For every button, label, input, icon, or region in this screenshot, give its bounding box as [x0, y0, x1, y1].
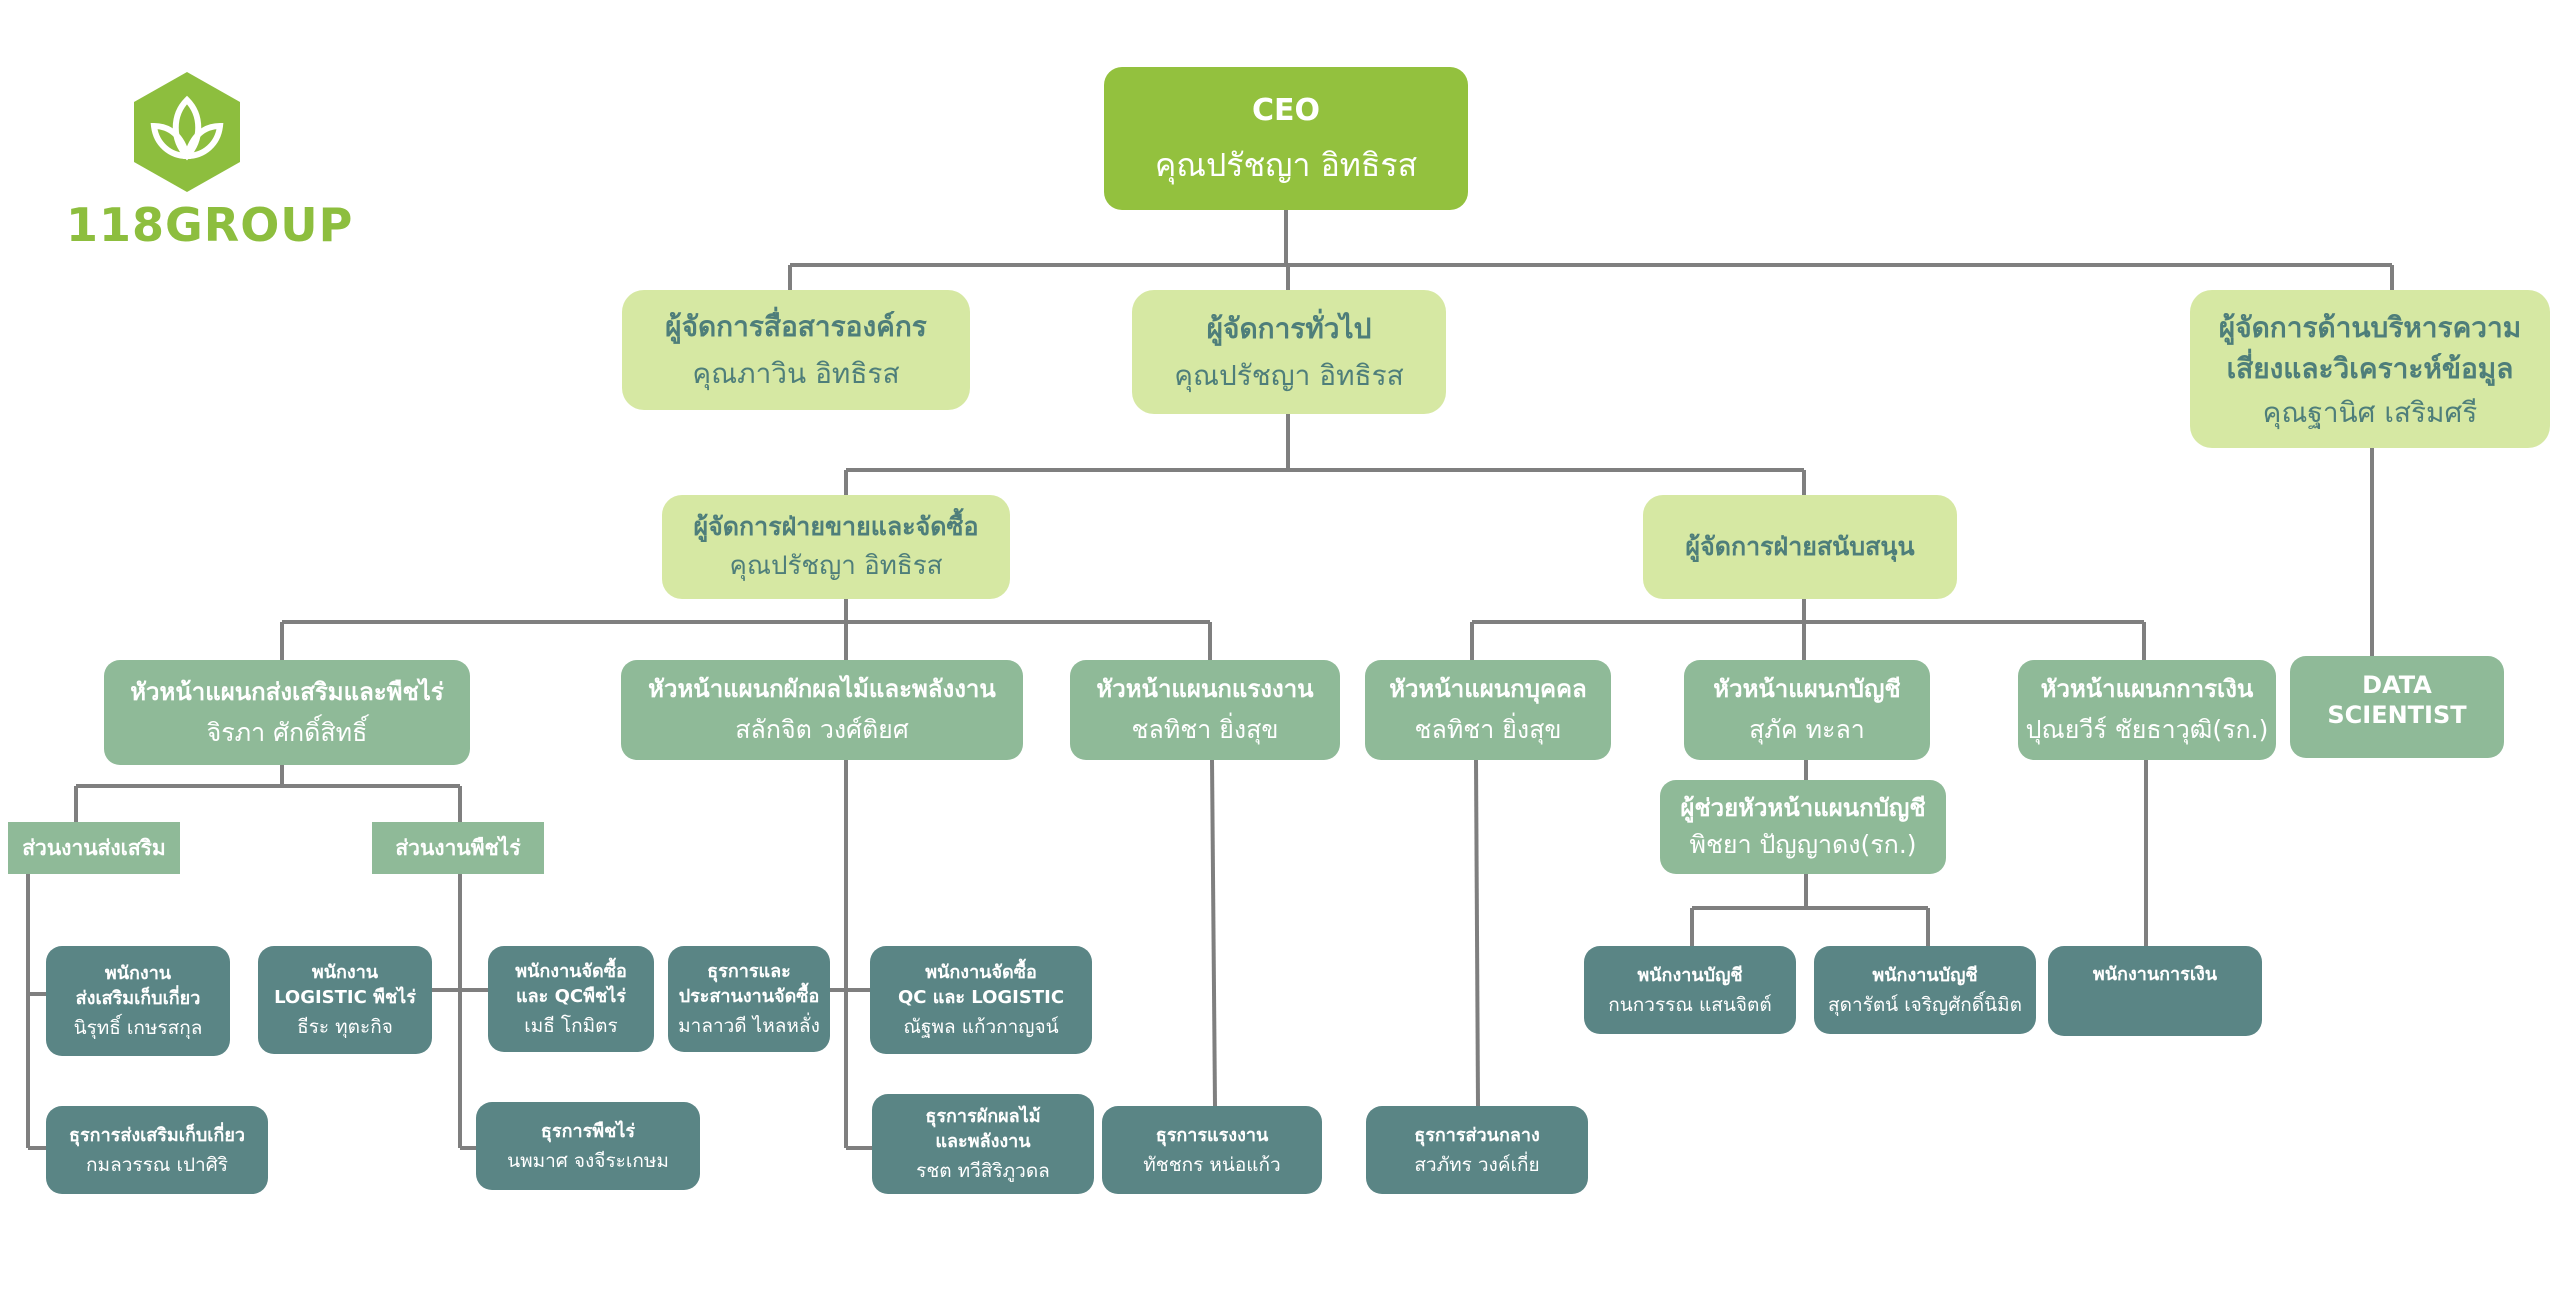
ceo-box: CEO คุณปรัชญา อิทธิรส	[1104, 67, 1468, 210]
node-person: คุณปรัชญา อิทธิรส	[1174, 359, 1404, 392]
node-title: พนักงานจัดซื้อ และ QCพืชไร่	[515, 960, 627, 1008]
node-title: ธุรการแรงงาน	[1155, 1124, 1269, 1146]
node-person: พิชยา ปัญญาดง(รก.)	[1689, 830, 1917, 860]
connector-line	[1474, 759, 1480, 1107]
staff-purchase-coordination-box: ธุรการและ ประสานงานจัดซื้อ มาลาวดี ไหลหล…	[668, 946, 830, 1052]
admin-central-box: ธุรการส่วนกลาง สวภัทร วงค์เกี่ย	[1366, 1106, 1588, 1194]
connector-line	[1210, 759, 1217, 1107]
node-person: สลักจิต วงศ์ติยศ	[735, 715, 909, 745]
node-title: หัวหน้าแผนกบุคคล	[1389, 675, 1587, 704]
node-person: คุณปรัชญา อิทธิรส	[729, 551, 943, 582]
staff-accountant-2-box: พนักงานบัญชี สุดารัตน์ เจริญศักดิ์นิมิต	[1814, 946, 2036, 1034]
node-title: ส่วนงานพืชไร่	[395, 835, 521, 860]
node-person: จิรภา ศักดิ์สิทธิ์	[206, 717, 368, 747]
node-person: เมธี โกมิตร	[524, 1015, 618, 1038]
node-person: ธีระ ทุตะกิจ	[297, 1016, 393, 1039]
node-title: ธุรการและ ประสานงานจัดซื้อ	[678, 960, 820, 1008]
node-title: หัวหน้าแผนกส่งเสริมและพืชไร่	[130, 677, 444, 706]
node-person: นิรุทธิ์ เกษรสกุล	[73, 1017, 203, 1040]
node-person: กมลวรรณ เปาศิริ	[86, 1153, 228, 1176]
accounting-assistant-box: ผู้ช่วยหัวหน้าแผนกบัญชี พิชยา ปัญญาดง(รก…	[1660, 780, 1946, 874]
admin-field-crop-box: ธุรการพืชไร่ นพมาศ จงจีระเกษม	[476, 1102, 700, 1190]
node-person: มาลาวดี ไหลหลั่ง	[678, 1015, 820, 1038]
node-person: คุณภาวิน อิทธิรส	[692, 357, 900, 390]
node-title: ผู้จัดการฝ่ายขายและจัดซื้อ	[693, 512, 979, 542]
admin-labor-box: ธุรการแรงงาน ทัชชกร หน่อแก้ว	[1102, 1106, 1322, 1194]
node-title: พนักงานจัดซื้อ QC และ LOGISTIC	[897, 961, 1065, 1009]
leaf-hexagon-icon	[134, 72, 240, 192]
support-manager-box: ผู้จัดการฝ่ายสนับสนุน	[1643, 495, 1957, 599]
company-name: 118GROUP	[66, 198, 354, 252]
node-title: หัวหน้าแผนกบัญชี	[1713, 675, 1901, 704]
node-title: หัวหน้าแผนกแรงงาน	[1096, 675, 1314, 704]
node-person: คุณปรัชญา อิทธิรส	[1154, 146, 1418, 185]
company-logo: 118GROUP	[62, 70, 352, 260]
node-person: คุณฐานิศ เสริมศรี	[2262, 396, 2478, 430]
staff-promo-harvest-box: พนักงาน ส่งเสริมเก็บเกี่ยว นิรุทธิ์ เกษร…	[46, 946, 230, 1056]
node-person: สวภัทร วงค์เกี่ย	[1414, 1153, 1540, 1176]
staff-logistic-box: พนักงาน LOGISTIC พืชไร่ ธีระ ทุตะกิจ	[258, 946, 432, 1054]
accounting-head-box: หัวหน้าแผนกบัญชี สุภัค ทะลา	[1684, 660, 1930, 760]
finance-head-box: หัวหน้าแผนกการเงิน ปุณยวีร์ ชัยธาวุฒิ(รก…	[2018, 660, 2276, 760]
veg-head-box: หัวหน้าแผนกผักผลไม้และพลังงาน สลักจิต วง…	[621, 660, 1023, 760]
node-person: นพมาศ จงจีระเกษม	[507, 1149, 669, 1172]
staff-buy-qc-field-box: พนักงานจัดซื้อ และ QCพืชไร่ เมธี โกมิตร	[488, 946, 654, 1052]
node-title: DATA SCIENTIST	[2327, 671, 2467, 729]
field-crop-section-box: ส่วนงานพืชไร่	[372, 822, 544, 874]
admin-veg-energy-box: ธุรการผักผลไม้ และพลังงาน รชต ทวีสิริภูว…	[872, 1094, 1094, 1194]
node-person: สุดารัตน์ เจริญศักดิ์นิมิต	[1828, 993, 2022, 1016]
node-title: พนักงานการเงิน	[2092, 964, 2218, 985]
staff-buy-qc-logistic-box: พนักงานจัดซื้อ QC และ LOGISTIC ณัฐพล แก้…	[870, 946, 1092, 1054]
node-person: กนกวรรณ แสนจิตต์	[1608, 993, 1772, 1016]
node-person: ปุณยวีร์ ชัยธาวุฒิ(รก.)	[2025, 715, 2269, 745]
node-title: ส่วนงานส่งเสริม	[22, 835, 166, 860]
hr-head-box: หัวหน้าแผนกบุคคล ชลทิชา ยิ่งสุข	[1365, 660, 1611, 760]
node-person: รชต ทวีสิริภูวดล	[916, 1160, 1050, 1183]
node-title: ธุรการส่วนกลาง	[1414, 1124, 1540, 1146]
node-title: ธุรการส่งเสริมเก็บเกี่ยว	[69, 1124, 245, 1146]
node-title: ผู้ช่วยหัวหน้าแผนกบัญชี	[1680, 794, 1926, 823]
comm-manager-box: ผู้จัดการสื่อสารองค์กร คุณภาวิน อิทธิรส	[622, 290, 970, 410]
node-title: พนักงานบัญชี	[1872, 964, 1978, 986]
node-title: หัวหน้าแผนกการเงิน	[2040, 675, 2254, 704]
node-title: ผู้จัดการด้านบริหารความ เสี่ยงและวิเคราะ…	[2218, 310, 2522, 385]
data-scientist-box: DATA SCIENTIST	[2290, 656, 2504, 758]
sales-manager-box: ผู้จัดการฝ่ายขายและจัดซื้อ คุณปรัชญา อิท…	[662, 495, 1010, 599]
node-title: CEO	[1251, 92, 1320, 128]
node-person: ทัชชกร หน่อแก้ว	[1143, 1153, 1281, 1176]
node-person: ณัฐพล แก้วกาญจน์	[903, 1016, 1059, 1039]
admin-promo-harvest-box: ธุรการส่งเสริมเก็บเกี่ยว กมลวรรณ เปาศิริ	[46, 1106, 268, 1194]
node-title: ผู้จัดการทั่วไป	[1206, 312, 1372, 345]
node-title: หัวหน้าแผนกผักผลไม้และพลังงาน	[648, 675, 996, 704]
staff-finance-box: พนักงานการเงิน	[2048, 946, 2262, 1036]
general-manager-box: ผู้จัดการทั่วไป คุณปรัชญา อิทธิรส	[1132, 290, 1446, 414]
node-title: ธุรการพืชไร่	[540, 1120, 636, 1142]
node-title: ผู้จัดการฝ่ายสนับสนุน	[1685, 532, 1915, 562]
node-person: ชลทิชา ยิ่งสุข	[1414, 715, 1562, 745]
promo-head-box: หัวหน้าแผนกส่งเสริมและพืชไร่ จิรภา ศักดิ…	[104, 660, 470, 765]
node-title: ผู้จัดการสื่อสารองค์กร	[665, 310, 927, 343]
labor-head-box: หัวหน้าแผนกแรงงาน ชลทิชา ยิ่งสุข	[1070, 660, 1340, 760]
node-title: พนักงานบัญชี	[1637, 964, 1743, 986]
node-title: พนักงาน ส่งเสริมเก็บเกี่ยว	[75, 962, 201, 1010]
staff-accountant-1-box: พนักงานบัญชี กนกวรรณ แสนจิตต์	[1584, 946, 1796, 1034]
node-person: สุภัค ทะลา	[1749, 715, 1865, 745]
node-person: ชลทิชา ยิ่งสุข	[1131, 715, 1279, 745]
promotion-section-box: ส่วนงานส่งเสริม	[8, 822, 180, 874]
risk-manager-box: ผู้จัดการด้านบริหารความ เสี่ยงและวิเคราะ…	[2190, 290, 2550, 448]
node-title: ธุรการผักผลไม้ และพลังงาน	[925, 1105, 1041, 1153]
node-title: พนักงาน LOGISTIC พืชไร่	[274, 961, 416, 1009]
